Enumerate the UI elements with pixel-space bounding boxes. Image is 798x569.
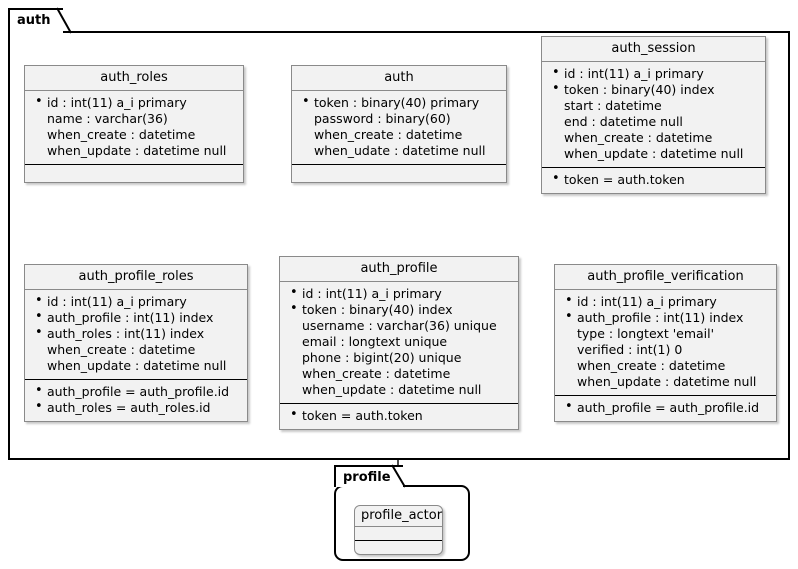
entity-auth_roles[interactable]: auth_roles id : int(11) a_i primary name…	[24, 65, 244, 183]
attribute-row: id : int(11) a_i primary	[563, 293, 768, 310]
entity-auth_profile[interactable]: auth_profile id : int(11) a_i primary to…	[279, 256, 519, 430]
package-profile-tab-slant	[391, 464, 406, 488]
entity-auth_profile-title: auth_profile	[280, 257, 518, 282]
relation-row: token = auth.token	[550, 171, 757, 188]
entity-profile_actor[interactable]: profile_actor	[354, 505, 443, 555]
attribute-row: when_create : datetime	[577, 358, 726, 373]
attribute-row: email : longtext unique	[302, 334, 448, 349]
attribute-row: when_create : datetime	[314, 127, 463, 142]
package-profile-tab: profile	[334, 465, 403, 487]
package-auth-tab: auth	[8, 8, 63, 33]
entity-auth-relations	[292, 165, 506, 182]
attribute-row: start : datetime	[564, 98, 662, 113]
entity-auth_profile_verification-title: auth_profile_verification	[555, 265, 776, 290]
attribute-row: when_update : datetime null	[47, 143, 227, 158]
relation-row: token = auth.token	[288, 407, 510, 424]
attribute-row: verified : int(1) 0	[577, 342, 683, 357]
entity-profile_actor-relations	[355, 541, 442, 554]
entity-auth-attributes: token : binary(40) primary password : bi…	[292, 91, 506, 165]
entity-auth_profile_verification-attributes: id : int(11) a_i primary auth_profile : …	[555, 290, 776, 396]
entity-auth-title: auth	[292, 66, 506, 91]
entity-auth_profile_roles-relations: auth_profile = auth_profile.id auth_role…	[25, 380, 247, 421]
attribute-row: when_update : datetime null	[302, 382, 482, 397]
attribute-row: when_update : datetime null	[47, 358, 227, 373]
attribute-row: auth_profile : int(11) index	[563, 309, 768, 326]
entity-auth_session-attributes: id : int(11) a_i primary token : binary(…	[542, 62, 765, 168]
attribute-row: when_udate : datetime null	[314, 143, 486, 158]
package-profile-label: profile	[343, 470, 391, 485]
entity-auth_profile-attributes: id : int(11) a_i primary token : binary(…	[280, 282, 518, 404]
package-auth-tab-slant	[56, 7, 72, 34]
entity-auth_profile_roles-title: auth_profile_roles	[25, 265, 247, 290]
attribute-row: end : datetime null	[564, 114, 683, 129]
entity-profile_actor-attributes	[355, 527, 442, 541]
entity-auth_profile_roles[interactable]: auth_profile_roles id : int(11) a_i prim…	[24, 264, 248, 422]
relation-row: auth_profile = auth_profile.id	[563, 399, 768, 416]
attribute-row: token : binary(40) index	[288, 301, 510, 318]
entity-auth_roles-title: auth_roles	[25, 66, 243, 91]
relation-row: auth_profile = auth_profile.id	[33, 383, 239, 400]
attribute-row: type : longtext 'email'	[577, 326, 715, 341]
attribute-row: auth_roles : int(11) index	[33, 325, 239, 342]
attribute-row: token : binary(40) primary	[300, 94, 498, 111]
entity-auth_profile_roles-attributes: id : int(11) a_i primary auth_profile : …	[25, 290, 247, 380]
entity-auth_roles-relations	[25, 165, 243, 182]
attribute-row: id : int(11) a_i primary	[288, 285, 510, 302]
attribute-row: when_create : datetime	[302, 366, 451, 381]
attribute-row: when_create : datetime	[47, 127, 196, 142]
package-auth-label: auth	[17, 13, 51, 28]
attribute-row: token : binary(40) index	[550, 81, 757, 98]
entity-auth_session-relations: token = auth.token	[542, 168, 765, 193]
entity-auth_roles-attributes: id : int(11) a_i primary name : varchar(…	[25, 91, 243, 165]
attribute-row: password : binary(60)	[314, 111, 451, 126]
attribute-row: id : int(11) a_i primary	[550, 65, 757, 82]
entity-auth_profile_verification-relations: auth_profile = auth_profile.id	[555, 396, 776, 421]
attribute-row: username : varchar(36) unique	[302, 318, 497, 333]
attribute-row: name : varchar(36)	[47, 111, 168, 126]
attribute-row: when_create : datetime	[47, 342, 196, 357]
attribute-row: when_create : datetime	[564, 130, 713, 145]
attribute-row: when_update : datetime null	[564, 146, 744, 161]
relation-row: auth_roles = auth_roles.id	[33, 399, 239, 416]
attribute-row: phone : bigint(20) unique	[302, 350, 462, 365]
entity-auth_session-title: auth_session	[542, 37, 765, 62]
entity-profile_actor-title: profile_actor	[355, 506, 442, 527]
attribute-row: when_update : datetime null	[577, 374, 757, 389]
attribute-row: id : int(11) a_i primary	[33, 293, 239, 310]
attribute-row: auth_profile : int(11) index	[33, 309, 239, 326]
entity-auth_profile_verification[interactable]: auth_profile_verification id : int(11) a…	[554, 264, 777, 422]
entity-auth_session[interactable]: auth_session id : int(11) a_i primary to…	[541, 36, 766, 194]
entity-auth_profile-relations: token = auth.token	[280, 404, 518, 429]
attribute-row: id : int(11) a_i primary	[33, 94, 235, 111]
entity-auth[interactable]: auth token : binary(40) primary password…	[291, 65, 507, 183]
